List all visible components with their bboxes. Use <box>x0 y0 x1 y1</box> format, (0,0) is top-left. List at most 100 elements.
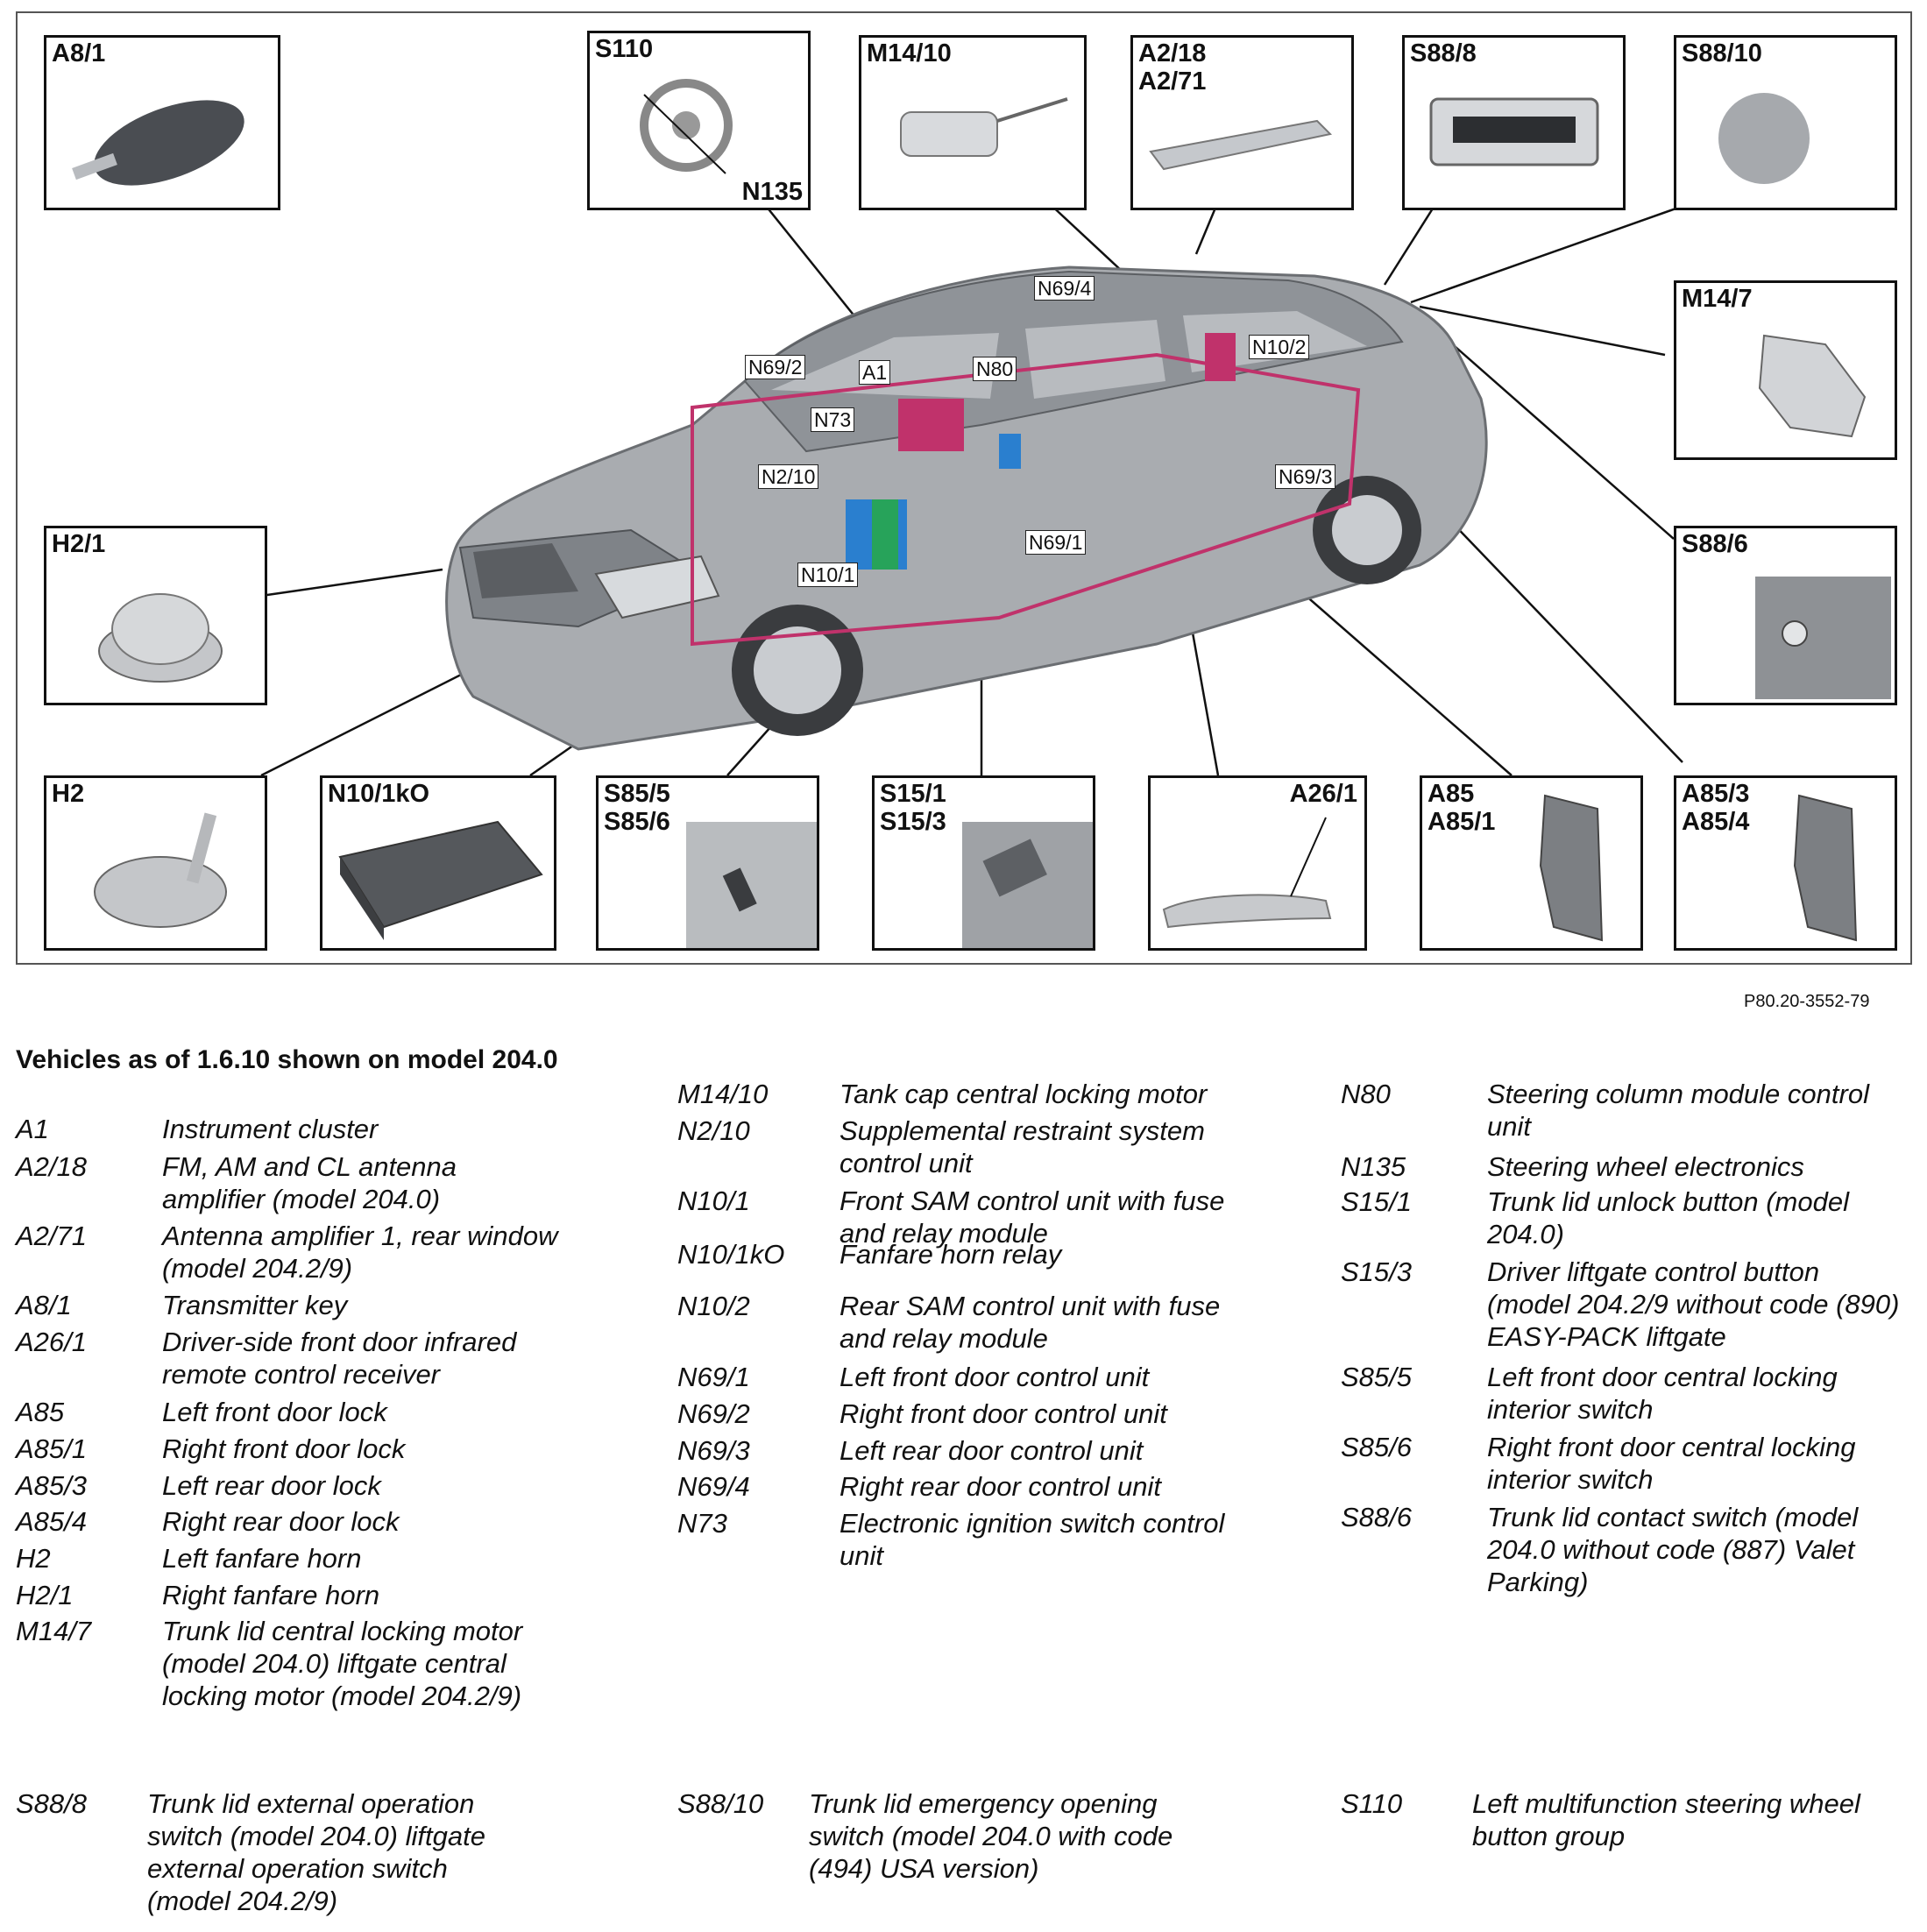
legend-description: Supplemental restraint system control un… <box>840 1115 1205 1178</box>
box-label: S88/8 <box>1410 39 1477 67</box>
legend-description: Fanfare horn relay <box>840 1239 1062 1270</box>
callout-a1: A1 <box>859 360 891 385</box>
box-a85: A85 A85/1 <box>1420 775 1643 951</box>
legend-description: Front SAM control unit with fuse and rel… <box>840 1185 1225 1249</box>
legend-code: M14/7 <box>16 1616 92 1646</box>
box-a26-1: A26/1 <box>1148 775 1367 951</box>
box-label: S85/5 S85/6 <box>604 780 670 836</box>
trunk-switch-icon <box>1429 97 1599 166</box>
box-a85-3: A85/3 A85/4 <box>1674 775 1897 951</box>
horn-icon <box>98 593 223 683</box>
legend-code: A8/1 <box>16 1290 72 1320</box>
box-s88-10: S88/10 <box>1674 35 1897 210</box>
box-label: A8/1 <box>52 39 106 67</box>
legend-description: Left front door central locking interior… <box>1487 1362 1838 1425</box>
fuse-box-icon <box>338 820 543 940</box>
box-label: H2/1 <box>52 530 106 558</box>
legend-description: Trunk lid contact switch (model 204.0 wi… <box>1487 1502 1859 1597</box>
legend-description: Left multifunction steering wheel button… <box>1472 1788 1860 1851</box>
legend-code: N69/4 <box>677 1471 750 1502</box>
trunk-lock-motor-icon <box>1758 334 1867 438</box>
legend-code: N69/2 <box>677 1398 750 1429</box>
legend-code: S88/8 <box>16 1788 88 1819</box>
legend-description: Right front door control unit <box>840 1398 1167 1429</box>
legend-code: S15/1 <box>1341 1186 1413 1217</box>
legend-code: N2/10 <box>677 1115 750 1146</box>
legend-description: Driver liftgate control button (model 20… <box>1487 1256 1900 1352</box>
legend-code: N73 <box>677 1508 727 1539</box>
legend-code: N80 <box>1341 1079 1391 1109</box>
callout-n69-1: N69/1 <box>1025 530 1087 555</box>
legend-description: Left fanfare horn <box>162 1543 362 1574</box>
legend-code: N135 <box>1341 1151 1406 1182</box>
box-h2: H2 <box>44 775 267 951</box>
legend-description: Electronic ignition switch control unit <box>840 1508 1225 1571</box>
legend-description: Right front door lock <box>162 1433 406 1464</box>
legend-description: Right rear door lock <box>162 1506 400 1537</box>
legend-code: S88/6 <box>1341 1502 1413 1532</box>
box-a8-1: A8/1 <box>44 35 280 210</box>
box-label: S88/10 <box>1682 39 1762 67</box>
box-label: A2/18 A2/71 <box>1138 39 1207 96</box>
legend-description: Left front door control unit <box>840 1362 1150 1392</box>
legend-description: Trunk lid unlock button (model 204.0) <box>1487 1186 1849 1249</box>
legend-description: Steering column module control unit <box>1487 1079 1869 1142</box>
legend-code: S85/6 <box>1341 1432 1413 1462</box>
door-handle-icon <box>1162 817 1332 929</box>
legend-code: N10/1 <box>677 1185 750 1216</box>
callout-n10-2: N10/2 <box>1249 335 1310 359</box>
legend-code: N69/3 <box>677 1435 750 1466</box>
box-label: A85/3 A85/4 <box>1682 780 1750 836</box>
legend-code: A85/3 <box>16 1470 88 1501</box>
legend-description: Driver-side front door infrared remote c… <box>162 1327 517 1390</box>
car-illustration <box>260 200 1697 777</box>
callout-n69-2: N69/2 <box>745 355 806 379</box>
legend-description: Tank cap central locking motor <box>840 1079 1208 1109</box>
box-label: H2 <box>52 780 85 808</box>
box-label: M14/7 <box>1682 285 1753 313</box>
trunk-contact-switch-icon <box>1755 577 1891 699</box>
box-label: M14/10 <box>867 39 952 67</box>
car-body <box>445 265 1488 751</box>
legend-code: A2/71 <box>16 1221 88 1251</box>
legend-code: A26/1 <box>16 1327 88 1357</box>
legend-code: A1 <box>16 1114 49 1144</box>
legend-description: Steering wheel electronics <box>1487 1151 1804 1182</box>
tank-cap-motor-icon <box>900 97 1068 157</box>
callout-n80: N80 <box>973 357 1017 381</box>
box-s15-1: S15/1 S15/3 <box>872 775 1095 951</box>
legend-code: A85/1 <box>16 1433 88 1464</box>
box-a2-18: A2/18 A2/71 <box>1130 35 1354 210</box>
legend-code: S88/10 <box>677 1788 764 1819</box>
transmitter-key-icon <box>72 100 244 186</box>
box-h2-1: H2/1 <box>44 526 267 705</box>
box-label: S88/6 <box>1682 530 1748 558</box>
box-s110: S110 N135 <box>587 31 811 210</box>
box-label: S110 <box>595 35 654 63</box>
horn-icon <box>94 812 227 928</box>
door-lock-icon <box>1539 794 1604 942</box>
legend-code: A85/4 <box>16 1506 88 1537</box>
trunk-button-icon <box>962 822 1093 948</box>
legend-code: N10/2 <box>677 1291 750 1321</box>
legend-description: Left rear door control unit <box>840 1435 1144 1466</box>
legend-code: S15/3 <box>1341 1256 1413 1287</box>
box-label: N10/1kO <box>328 780 430 808</box>
legend-description: Instrument cluster <box>162 1114 379 1144</box>
component-location-diagram: A8/1 S110 N135 M14/10 A2/18 A2/71 S88/8 <box>16 11 1912 965</box>
emergency-button-icon <box>1718 93 1810 184</box>
callout-n69-4: N69/4 <box>1034 276 1095 301</box>
box-s85-5: S85/5 S85/6 <box>596 775 819 951</box>
legend-description: Trunk lid emergency opening switch (mode… <box>809 1788 1173 1884</box>
legend-description: Right front door central locking interio… <box>1487 1432 1856 1495</box>
box-s88-8: S88/8 <box>1402 35 1626 210</box>
legend-description: Trunk lid central locking motor (model 2… <box>162 1616 523 1711</box>
box-s88-6: S88/6 <box>1674 526 1897 705</box>
box-m14-7: M14/7 <box>1674 280 1897 460</box>
legend-title: Vehicles as of 1.6.10 shown on model 204… <box>16 1045 558 1074</box>
box-label: A85 A85/1 <box>1428 780 1496 836</box>
legend-description: Trunk lid external operation switch (mod… <box>147 1788 485 1916</box>
legend-description: Left rear door lock <box>162 1470 381 1501</box>
legend-description: Rear SAM control unit with fuse and rela… <box>840 1291 1221 1354</box>
box-n10-1ko: N10/1kO <box>320 775 556 951</box>
